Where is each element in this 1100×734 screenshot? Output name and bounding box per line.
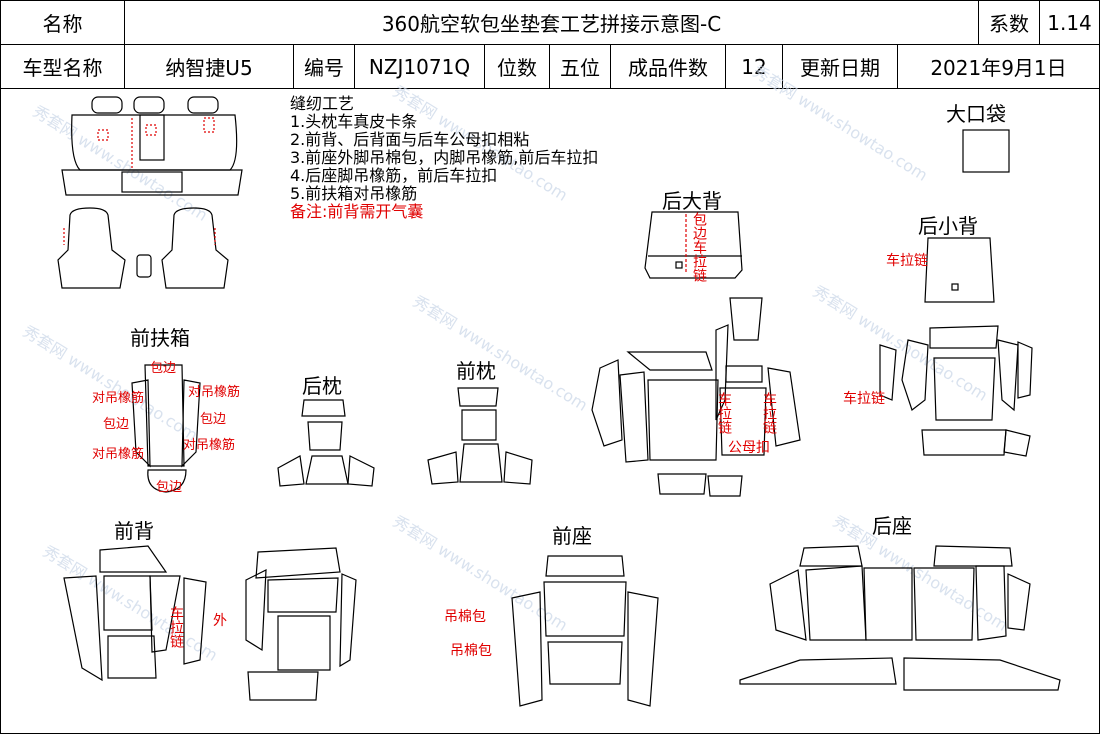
label-front-armrest: 前扶箱 [130,326,190,350]
date-value: 2021年9月1日 [897,44,1100,89]
label-rear-small-back: 后小背 [918,214,978,238]
front-back-zip-note: 车拉链 [168,606,184,648]
seats-value: 五位 [549,44,611,89]
coef-label: 系数 [978,0,1040,45]
notes-title: 缝纫工艺 [290,94,355,113]
front-seat-pieces [511,555,659,707]
pieces-label: 成品件数 [610,44,726,89]
label-front-seat: 前座 [552,524,592,548]
armrest-top-binding: 包边 [150,361,177,376]
front-armrest-pieces [131,364,201,493]
rear-middle-buckle-note: 公母扣 [728,440,770,456]
coef-value: 1.14 [1039,0,1100,45]
rear-small-back-pieces [879,237,1033,457]
notes-line: 3.前座外脚吊棉包，内脚吊橡筋,前后车拉扣 [290,148,599,167]
notes-line: 2.前背、后背面与后车公母扣相粘 [290,130,530,149]
code-label: 编号 [293,44,355,89]
label-rear-headrest: 后枕 [302,374,342,398]
armrest-right-elastic-2: 对吊橡筋 [183,438,236,453]
armrest-bottom-binding: 包边 [156,480,183,495]
rear-headrest-pieces [277,399,375,487]
date-label: 更新日期 [782,44,898,89]
sewing-notes: 缝纫工艺 1.头枕车真皮卡条 2.前背、后背面与后车公母扣相粘 3.前座外脚吊棉… [290,95,598,221]
front-back-outer-note: 外 [213,613,227,629]
rear-big-back-vertical-note: 包边车拉链 [691,212,707,282]
seats-label: 位数 [484,44,550,89]
big-pocket-piece [962,129,1010,173]
pieces-value: 12 [725,44,783,89]
model-value: 纳智捷U5 [124,44,294,89]
rear-side-zip-note: 车拉链 [843,391,885,407]
front-back-pieces [63,545,357,701]
front-seat-cotton-note-2: 吊棉包 [450,643,492,659]
rear-small-back-zip-note: 车拉链 [886,253,928,269]
seat-overview [57,96,243,289]
notes-line: 4.后座脚吊橡筋，前后车拉扣 [290,166,498,185]
label-rear-seat: 后座 [872,514,912,538]
label-front-headrest: 前枕 [456,359,496,383]
code-value: NZJ1071Q [354,44,485,89]
armrest-left-elastic-2: 对吊橡筋 [92,447,145,462]
notes-line: 5.前扶箱对吊橡筋 [290,184,418,203]
front-headrest-pieces [427,387,533,485]
notes-remark: 备注:前背需开气囊 [290,202,424,221]
label-rear-big-back: 后大背 [662,189,722,213]
model-label: 车型名称 [0,44,125,89]
armrest-left-binding: 包边 [103,417,130,432]
armrest-right-binding: 包边 [200,412,227,427]
rear-seat-pieces [739,545,1061,691]
rear-middle-zip-right-note: 车拉链 [761,392,777,434]
front-seat-cotton-note-1: 吊棉包 [444,609,486,625]
armrest-right-elastic-1: 对吊橡筋 [188,385,241,400]
notes-line: 1.头枕车真皮卡条 [290,112,418,131]
label-big-pocket: 大口袋 [946,102,1006,126]
armrest-left-elastic-1: 对吊橡筋 [92,391,145,406]
label-front-back: 前背 [114,519,154,543]
rear-big-back-pieces [644,211,743,279]
rear-middle-zip-left-note: 车拉链 [716,392,732,434]
rear-back-middle-pieces [591,297,801,497]
